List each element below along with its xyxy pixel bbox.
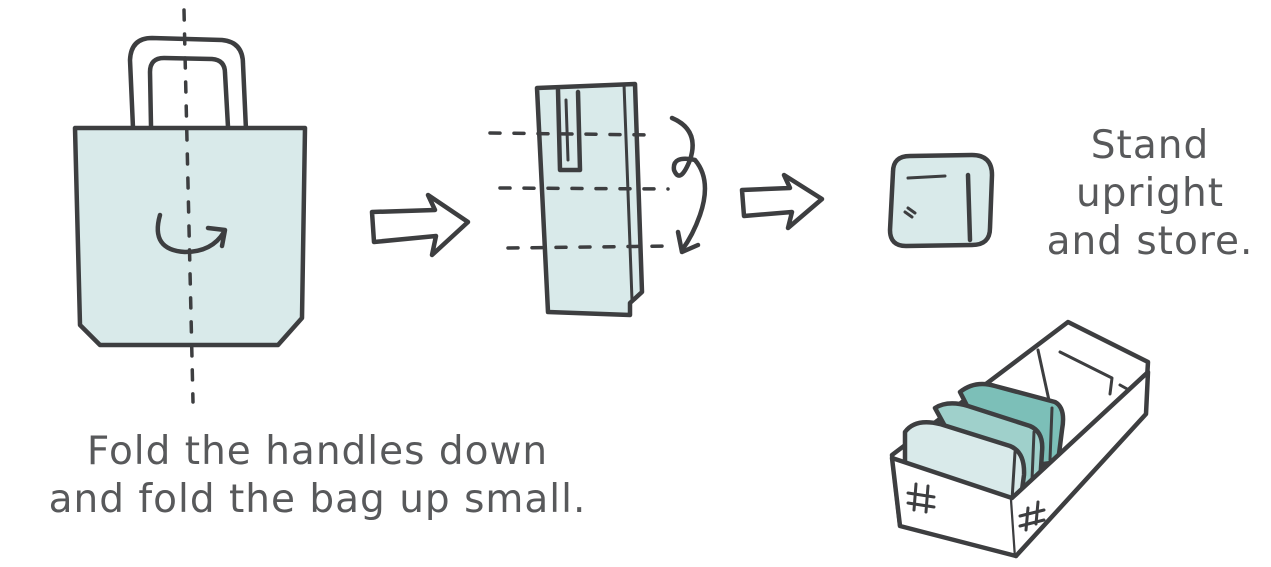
fold-instruction-caption: Fold the handles down and fold the bag u…	[0, 428, 635, 524]
caption-line: Stand	[1030, 122, 1270, 170]
caption-line: Fold the handles down	[0, 428, 635, 476]
rolled-bag-icon	[890, 155, 992, 246]
caption-line: and fold the bag up small.	[0, 476, 635, 524]
tote-bag-icon	[75, 10, 305, 402]
storage-box-icon	[892, 322, 1148, 556]
arrow-right-icon	[742, 175, 822, 228]
folded-strip-icon	[490, 84, 705, 315]
arrow-right-icon	[372, 195, 468, 255]
caption-line: and store.	[1030, 218, 1270, 266]
caption-line: upright	[1030, 170, 1270, 218]
roll-body	[890, 155, 992, 246]
store-instruction-caption: Stand upright and store.	[1030, 122, 1270, 266]
